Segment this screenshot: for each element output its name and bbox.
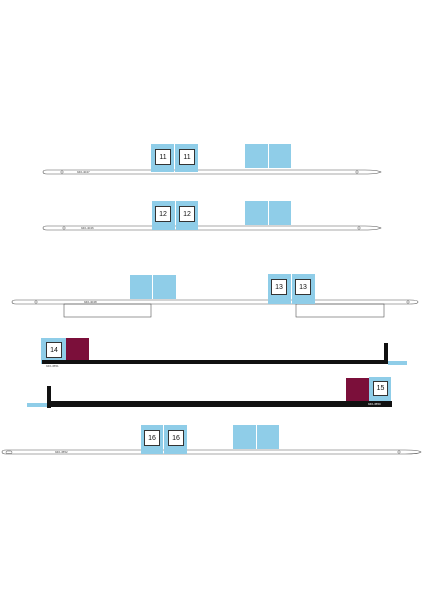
strip-4-end-post (384, 343, 388, 364)
strip-6-tab-3 (233, 425, 256, 449)
strip-3-outline (11, 299, 419, 305)
strip-2-outline (42, 225, 382, 231)
strip-1-outline (42, 169, 382, 175)
strip-4-tab-right (388, 361, 407, 365)
strip-2-hole-right (357, 226, 361, 230)
strip-5-end-post (47, 386, 51, 408)
strip-2-tab-4 (269, 201, 291, 225)
strip-1-label-2: 11 (179, 149, 195, 165)
strip-1-hole-left (60, 170, 64, 174)
strip-4-part-number: 946-4551 (46, 363, 59, 368)
strip-3-part-number: 946-4048 (84, 299, 97, 304)
strip-5-tab-left (27, 403, 47, 407)
strip-6-hole-left (5, 450, 13, 454)
strip-1-tab-4 (269, 144, 291, 168)
strip-3-label-1: 13 (271, 279, 287, 295)
strip-3-hole-left (34, 300, 38, 304)
strip-3-tab-left (63, 303, 152, 318)
strip-1-label-1: 11 (155, 149, 171, 165)
strip-4-bar (42, 360, 387, 364)
strip-5-maroon-block (346, 378, 369, 401)
strip-6-label-2: 16 (168, 430, 184, 446)
strip-1-part-number: 946-4047 (77, 169, 90, 174)
strip-2-tab-3 (245, 201, 268, 225)
strip-5-bar (47, 401, 392, 407)
strip-6-tab-4 (257, 425, 279, 449)
strip-6-hole-right (397, 450, 401, 454)
strip-4-label: 14 (46, 342, 62, 358)
strip-2-hole-left (62, 226, 66, 230)
strip-5-label: 15 (373, 381, 388, 396)
strip-6-outline (1, 449, 422, 455)
strip-5-part-number: 946-4550 (368, 401, 381, 406)
strip-2-label-1: 12 (155, 206, 171, 222)
strip-3-hole-right (406, 300, 410, 304)
strip-3-tab-2 (153, 275, 176, 299)
strip-2-label-2: 12 (179, 206, 195, 222)
strip-6-part-number: 946-4552 (55, 449, 68, 454)
strip-4-maroon-block (66, 338, 89, 360)
strip-2-part-number: 946-4046 (81, 225, 94, 230)
strip-3-label-2: 13 (295, 279, 311, 295)
strip-1-hole-right (355, 170, 359, 174)
strip-3-tab-right (295, 303, 385, 318)
strip-3-tab-1 (130, 275, 152, 299)
strip-6-label-1: 16 (144, 430, 160, 446)
strip-1-tab-3 (245, 144, 268, 168)
